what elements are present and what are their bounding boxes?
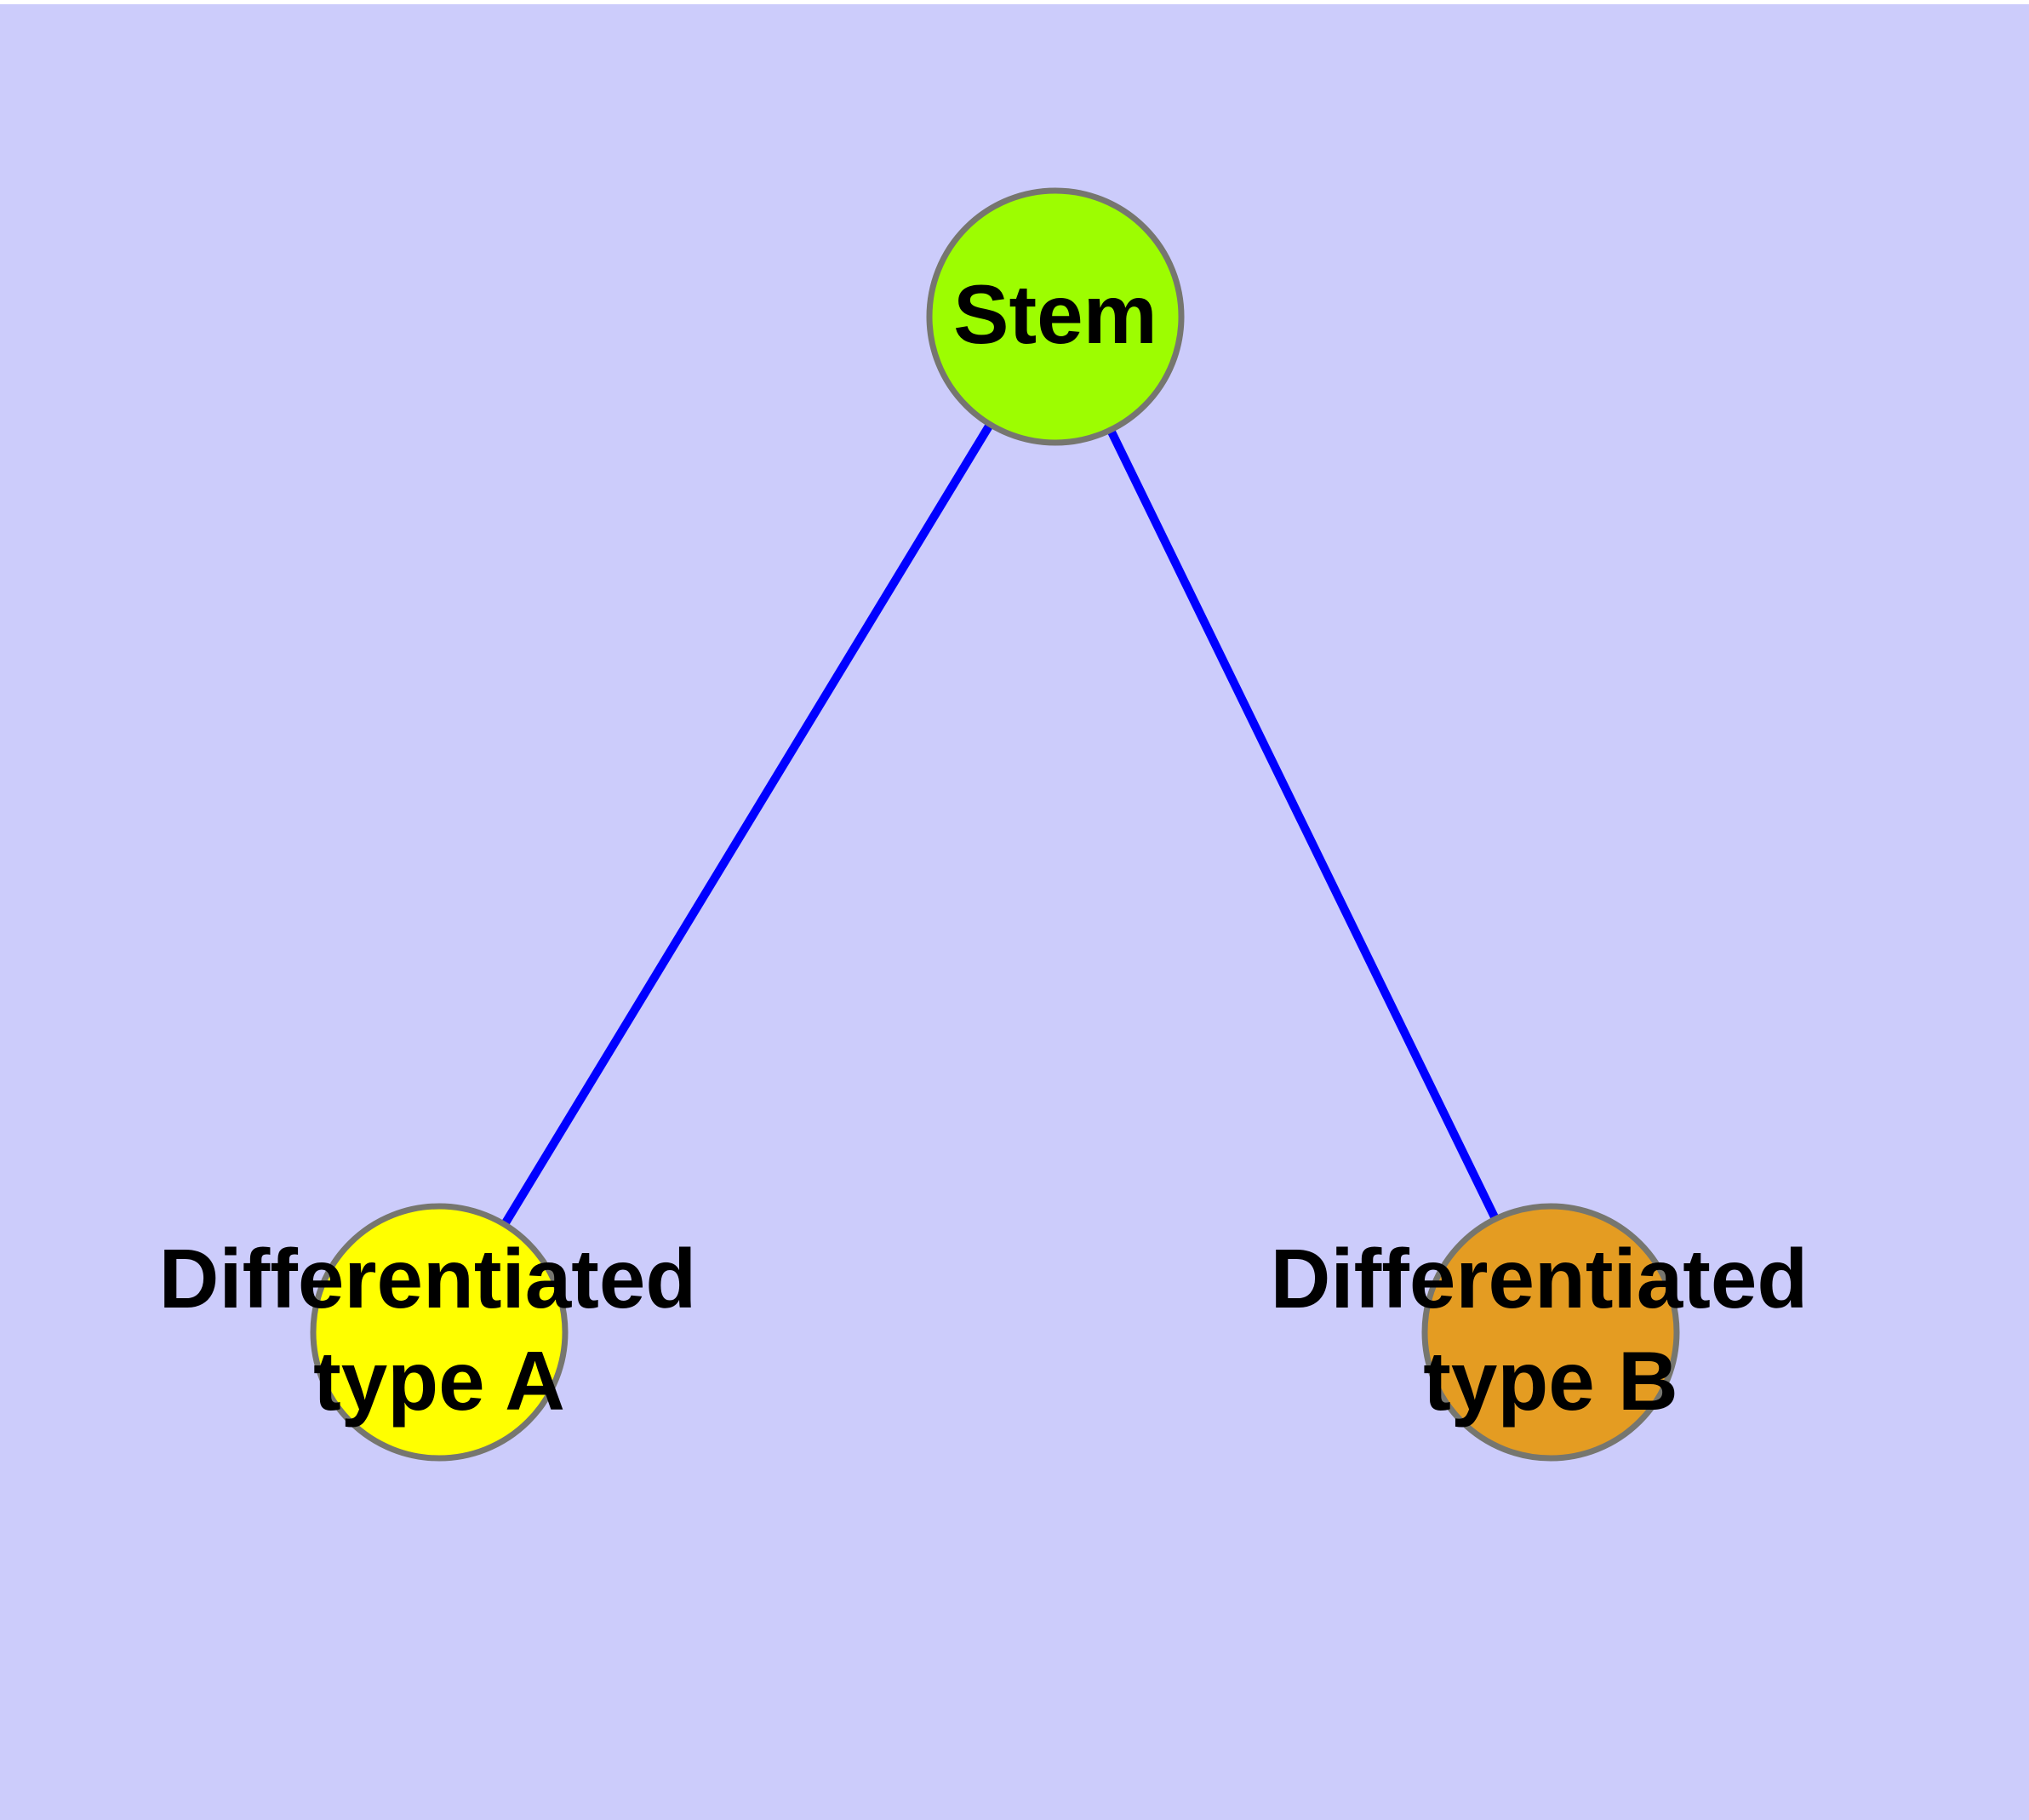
node-label-diff-a-line1: Differentiated <box>159 1232 697 1325</box>
diagram-canvas: Stem Differentiated type A Differentiate… <box>0 4 2029 1820</box>
edge-stem-to-differentiated-type-a[interactable] <box>435 314 1060 1335</box>
node-label-diff-a-line2: type A <box>313 1334 565 1428</box>
node-label-stem: Stem <box>953 267 1157 361</box>
cell-differentiation-graph: Stem Differentiated type A Differentiate… <box>159 187 1832 1462</box>
node-layer <box>310 187 1680 1462</box>
node-circle-stem[interactable] <box>926 187 1185 446</box>
node-circle-differentiated-type-b[interactable] <box>1421 1203 1680 1462</box>
label-layer: Stem Differentiated type A Differentiate… <box>159 267 1832 1428</box>
edge-layer <box>435 314 1555 1335</box>
node-label-differentiated-type-b: Differentiated type B <box>1271 1232 1832 1428</box>
node-label-diff-b-line2: type B <box>1423 1334 1678 1428</box>
edge-stem-to-differentiated-type-b[interactable] <box>1051 314 1555 1335</box>
node-label-diff-b-line1: Differentiated <box>1271 1232 1809 1325</box>
node-label-stem-line1: Stem <box>953 267 1157 361</box>
node-circle-differentiated-type-a[interactable] <box>310 1203 569 1462</box>
node-label-differentiated-type-a: Differentiated type A <box>159 1232 720 1428</box>
